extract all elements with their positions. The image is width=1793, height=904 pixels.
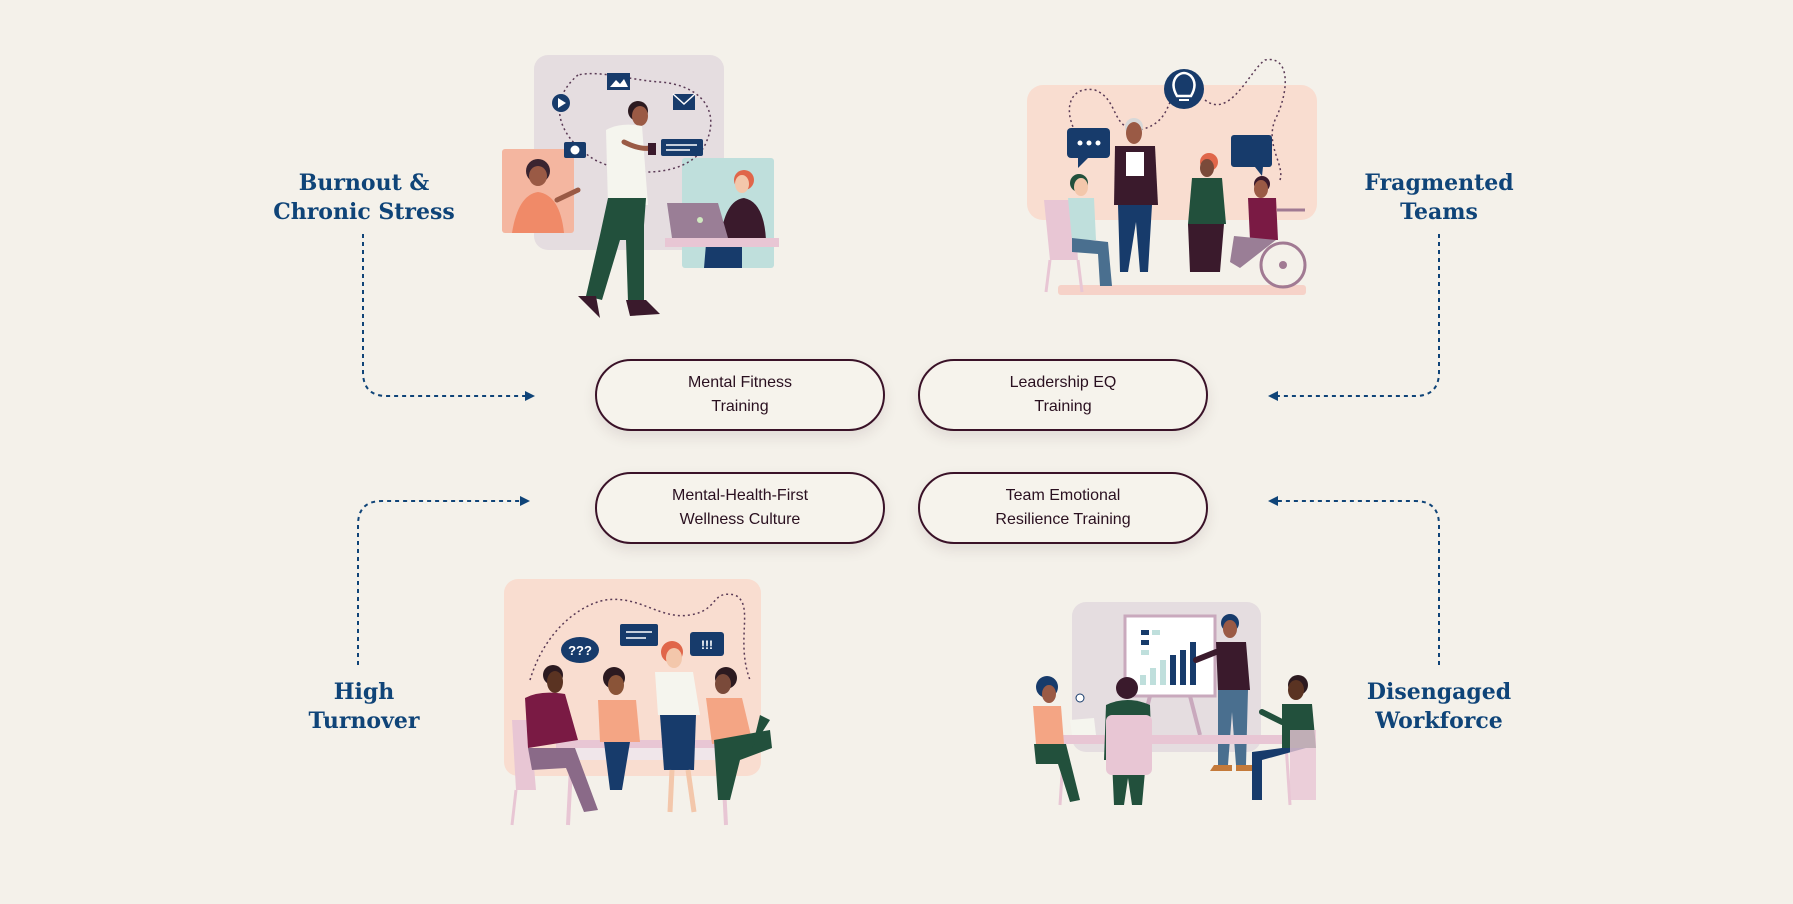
question-bubble-icon: ???: [561, 637, 599, 663]
arrow-disengaged-to-solutions: [1268, 496, 1440, 665]
challenge-fragmented-line2: Teams: [1400, 199, 1478, 225]
lightbulb-icon: [1164, 69, 1204, 109]
meeting-table-illustration: ??? !!!: [504, 579, 772, 826]
challenge-burnout-label: Burnout & Chronic Stress: [244, 169, 484, 227]
solution-wellness-line1: Mental-Health-First: [671, 487, 809, 504]
challenge-turnover-line1: High: [333, 679, 395, 705]
exclamation-bubble-icon: !!!: [690, 632, 724, 656]
camera-icon: [564, 142, 586, 158]
challenge-turnover-line2: Turnover: [308, 708, 420, 734]
speech-dots-icon: [1067, 128, 1110, 168]
mail-icon: [672, 93, 696, 110]
challenge-turnover-label: High Turnover: [244, 678, 484, 736]
team-discussion-illustration: [1027, 58, 1317, 295]
challenge-fragmented-line1: Fragmented: [1364, 170, 1514, 196]
challenge-disengaged-line2: Workforce: [1375, 708, 1503, 734]
solution-leadership-line2: Training: [1034, 398, 1092, 415]
solution-resilience-line2: Resilience Training: [995, 511, 1131, 528]
challenge-burnout-line2: Chronic Stress: [273, 199, 455, 225]
play-icon: [552, 94, 570, 112]
solution-wellness-culture-button[interactable]: Mental-Health-First Wellness Culture: [595, 472, 885, 544]
remote-worker-illustration: [502, 55, 779, 318]
presentation-illustration: [1033, 602, 1316, 806]
arrow-burnout-to-solutions: [362, 234, 535, 401]
image-icon: [607, 73, 630, 90]
solution-mental-fitness-button[interactable]: Mental Fitness Training: [595, 359, 885, 431]
message-bubble-icon: [620, 624, 658, 646]
solution-resilience-line1: Team Emotional: [1005, 487, 1121, 504]
solution-mental-fitness-line2: Training: [711, 398, 769, 415]
arrow-fragmented-to-solutions: [1268, 234, 1440, 401]
challenge-fragmented-label: Fragmented Teams: [1319, 169, 1559, 227]
svg-text:???: ???: [568, 643, 592, 658]
challenge-disengaged-line1: Disengaged: [1366, 679, 1512, 705]
solution-mental-fitness-line1: Mental Fitness: [687, 374, 793, 391]
arrow-turnover-to-solutions: [357, 496, 530, 665]
speech-bubble-icon: [1231, 135, 1272, 176]
challenge-disengaged-label: Disengaged Workforce: [1319, 678, 1559, 736]
svg-text:!!!: !!!: [701, 638, 713, 652]
solution-resilience-training-button[interactable]: Team Emotional Resilience Training: [918, 472, 1208, 544]
chat-bubble-icon: [661, 139, 703, 156]
solution-wellness-line2: Wellness Culture: [679, 511, 801, 528]
challenge-burnout-line1: Burnout &: [298, 170, 430, 196]
solution-leadership-eq-button[interactable]: Leadership EQ Training: [918, 359, 1208, 431]
solution-leadership-line1: Leadership EQ: [1009, 374, 1117, 391]
